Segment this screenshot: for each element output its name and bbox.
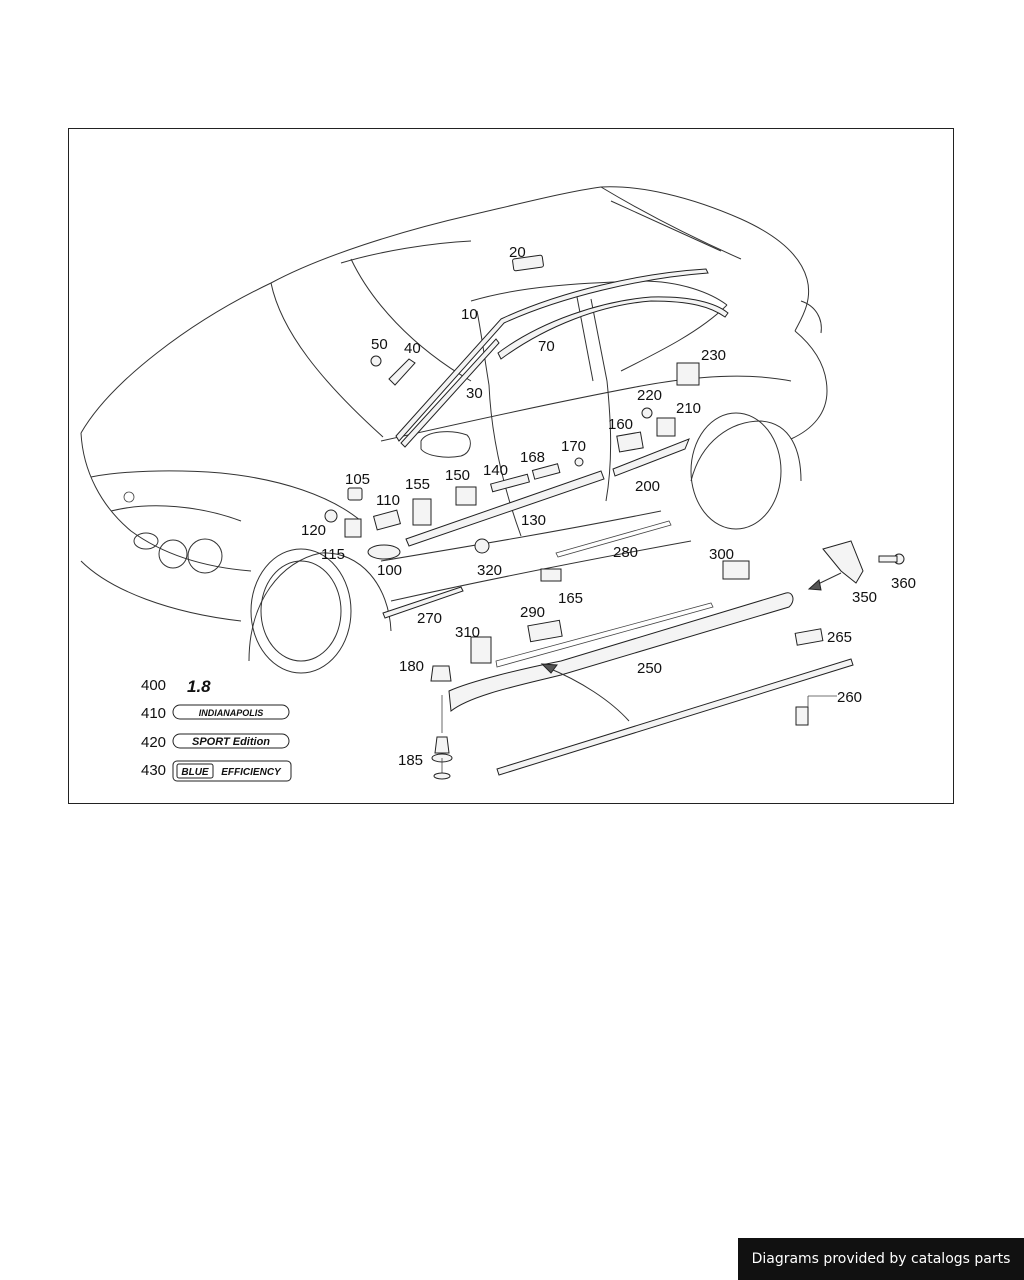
callout-130: 130 (521, 512, 546, 529)
callout-168: 168 (520, 449, 545, 466)
callout-260: 260 (837, 689, 862, 706)
callout-220: 220 (637, 387, 662, 404)
emblem-sport-edition: SPORT Edition (192, 736, 270, 748)
callout-270: 270 (417, 610, 442, 627)
callout-185: 185 (398, 752, 423, 769)
emblem-list: 400 1.8 410 INDIANAPOLIS 420 SPORT Editi… (141, 677, 292, 782)
callout-70: 70 (538, 338, 555, 355)
emblem-number-410: 410 (141, 705, 166, 722)
callout-140: 140 (483, 462, 508, 479)
emblem-number-400: 400 (141, 677, 166, 694)
callout-200: 200 (635, 478, 660, 495)
callout-40: 40 (404, 340, 421, 357)
footer-banner: Diagrams provided by catalogs parts (738, 1238, 1024, 1280)
callout-50: 50 (371, 336, 388, 353)
emblem-indianapolis-outline (172, 704, 290, 720)
callout-20: 20 (509, 244, 526, 261)
callout-180: 180 (399, 658, 424, 675)
car-outline (80, 186, 828, 674)
callout-320: 320 (477, 562, 502, 579)
emblem-number-430: 430 (141, 762, 166, 779)
parts-diagram: 20 10 50 40 70 30 230 220 210 160 170 16… (80, 186, 916, 782)
callout-155: 155 (405, 476, 430, 493)
callout-115: 115 (321, 546, 345, 563)
parts-diagram-frame: 20 10 50 40 70 30 230 220 210 160 170 16… (68, 128, 954, 804)
callout-230: 230 (701, 347, 726, 364)
emblem-indianapolis: INDIANAPOLIS (199, 708, 264, 718)
callout-290: 290 (520, 604, 545, 621)
callout-300: 300 (709, 546, 734, 563)
callout-labels: 20 10 50 40 70 30 230 220 210 160 170 16… (301, 244, 916, 769)
fastener-parts (324, 254, 905, 780)
callout-360: 360 (891, 575, 916, 592)
callout-170: 170 (561, 438, 586, 455)
callout-280: 280 (613, 544, 638, 561)
callout-150: 150 (445, 467, 470, 484)
callout-10: 10 (461, 306, 478, 323)
callout-165: 165 (558, 590, 583, 607)
callout-160: 160 (608, 416, 633, 433)
callout-350: 350 (852, 589, 877, 606)
emblem-efficiency: EFFICIENCY (221, 767, 282, 778)
emblem-blue: BLUE (181, 767, 209, 778)
callout-120: 120 (301, 522, 326, 539)
trim-parts (382, 268, 854, 776)
callout-250: 250 (637, 660, 662, 677)
callout-100: 100 (377, 562, 402, 579)
callout-105: 105 (345, 471, 370, 488)
emblem-1-8: 1.8 (187, 677, 211, 696)
callout-310: 310 (455, 624, 480, 641)
callout-265: 265 (827, 629, 852, 646)
callout-30: 30 (466, 385, 483, 402)
callout-210: 210 (676, 400, 701, 417)
emblem-blue-efficiency-outline (172, 760, 292, 782)
callout-110: 110 (376, 492, 400, 509)
emblem-sport-edition-outline (172, 733, 290, 749)
emblem-number-420: 420 (141, 734, 166, 751)
emblem-blue-box (176, 763, 214, 779)
